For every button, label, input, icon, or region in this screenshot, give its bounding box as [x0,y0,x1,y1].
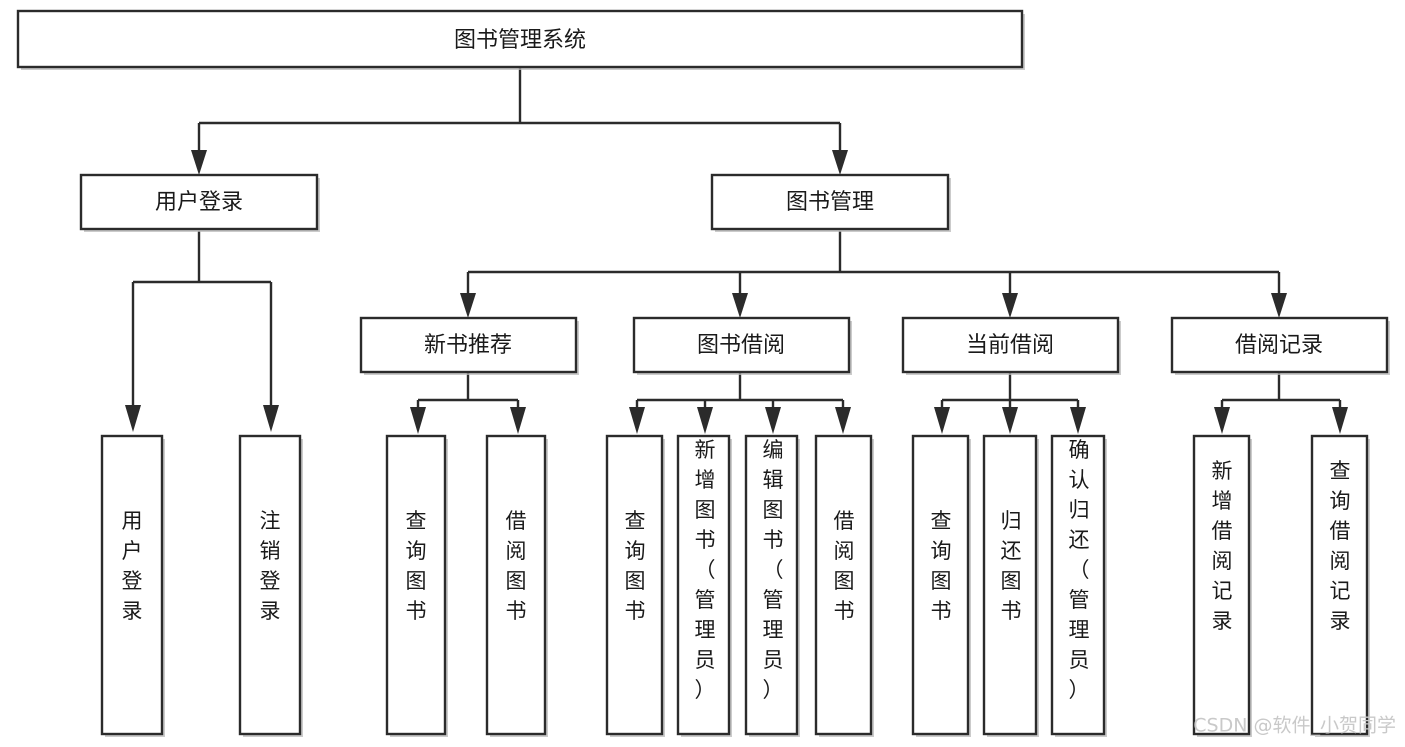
node-leaf-add-book-box[interactable] [676,434,731,736]
edge-borrow-record-trunk [1220,373,1342,414]
arrowhead-to-leaf-query-book-1 [410,407,426,434]
node-leaf-logout-label: 注销登录 [260,509,281,623]
node-leaf-query-record-box[interactable] [1310,434,1369,736]
node-new-book-recommend-box[interactable] [359,316,578,374]
node-leaf-add-record[interactable]: 新增借阅记录 [1192,434,1252,737]
node-leaf-query-book-2-box[interactable] [605,434,664,736]
csdn-watermark: CSDN @软件_小贺同学 [1193,715,1396,737]
node-leaf-edit-book-label: 编辑图书（管理员） [763,438,784,702]
arrowhead-to-book-borrow [732,293,748,318]
edge-book-manage-trunk [466,231,1281,300]
arrowhead-to-leaf-logout [263,405,279,432]
node-leaf-add-book-label: 新增图书（管理员） [695,438,716,702]
arrowhead-to-leaf-query-book-3 [934,407,950,434]
node-leaf-borrow-book-1-label: 借阅图书 [506,509,527,623]
node-leaf-query-book-2-label: 查询图书 [625,509,646,623]
node-leaf-add-record-label: 新增借阅记录 [1212,459,1233,633]
node-borrow-record-box[interactable] [1170,316,1389,374]
node-root-label: 图书管理系统 [454,28,586,53]
node-leaf-confirm-return-label: 确认归还（管理员） [1069,438,1090,702]
node-leaf-user-login-label: 用户登录 [122,509,143,623]
edge-book-borrow-trunk [635,373,845,414]
node-current-borrow-label: 当前借阅 [966,333,1054,358]
arrowhead-to-leaf-query-book-2 [629,407,645,434]
node-leaf-borrow-book-2-box[interactable] [814,434,873,736]
node-leaf-borrow-book-2[interactable]: 借阅图书 [814,434,874,737]
node-borrow-record-label: 借阅记录 [1235,333,1323,358]
node-current-borrow-box[interactable] [901,316,1120,374]
node-leaf-borrow-book-2-label: 借阅图书 [834,509,855,623]
node-leaf-logout[interactable]: 注销登录 [238,434,303,737]
arrowhead-to-leaf-edit-book [765,407,781,434]
node-new-book-recommend[interactable]: 新书推荐 [359,316,579,375]
arrowhead-to-leaf-confirm-return [1070,407,1086,434]
node-book-manage-label: 图书管理 [786,190,874,215]
node-leaf-query-book-3[interactable]: 查询图书 [911,434,971,737]
node-user-login-box[interactable] [79,173,319,231]
arrowhead-to-leaf-query-record [1332,407,1348,434]
leaf-node-layer: 用户登录 注销登录 查询图书 借阅图书 查询图书 [100,434,1370,737]
node-book-borrow[interactable]: 图书借阅 [632,316,852,375]
arrowhead-to-leaf-add-record [1214,407,1230,434]
arrowhead-to-leaf-return-book [1002,407,1018,434]
node-leaf-query-book-3-label: 查询图书 [931,509,952,623]
connector-layer [125,67,1348,434]
node-leaf-return-book[interactable]: 归还图书 [982,434,1039,737]
node-leaf-user-login-box[interactable] [100,434,164,736]
arrowhead-to-leaf-borrow-book-1 [510,407,526,434]
arrowhead-to-new-book-recommend [460,293,476,318]
arrowhead-to-user-login [191,150,207,175]
node-leaf-confirm-return-box[interactable] [1050,434,1106,736]
node-leaf-logout-box[interactable] [238,434,302,736]
node-leaf-query-book-1-label: 查询图书 [406,509,427,623]
node-leaf-borrow-book-1[interactable]: 借阅图书 [485,434,548,737]
node-root-box[interactable] [16,9,1024,69]
node-user-login[interactable]: 用户登录 [79,173,320,232]
node-leaf-add-book[interactable]: 新增图书（管理员） [676,434,732,737]
node-root[interactable]: 图书管理系统 [16,9,1025,70]
node-leaf-edit-book[interactable]: 编辑图书（管理员） [744,434,800,737]
node-current-borrow[interactable]: 当前借阅 [901,316,1121,375]
edge-root-trunk [197,67,842,158]
arrowhead-to-borrow-record [1271,293,1287,318]
node-leaf-return-book-box[interactable] [982,434,1038,736]
node-leaf-user-login[interactable]: 用户登录 [100,434,165,737]
node-leaf-query-book-3-box[interactable] [911,434,970,736]
node-leaf-query-book-1[interactable]: 查询图书 [385,434,448,737]
arrowhead-to-leaf-borrow-book-2 [835,407,851,434]
node-leaf-borrow-book-1-box[interactable] [485,434,547,736]
node-leaf-query-record[interactable]: 查询借阅记录 [1310,434,1370,737]
node-leaf-add-record-box[interactable] [1192,434,1251,736]
node-borrow-record[interactable]: 借阅记录 [1170,316,1390,375]
arrowhead-to-leaf-user-login [125,405,141,432]
node-leaf-query-book-1-box[interactable] [385,434,447,736]
edge-new-book-recommend-trunk [416,373,520,414]
edge-user-login-trunk [131,231,273,412]
arrowhead-to-book-manage [832,150,848,175]
node-book-manage[interactable]: 图书管理 [710,173,951,232]
node-leaf-edit-book-box[interactable] [744,434,799,736]
node-leaf-query-book-2[interactable]: 查询图书 [605,434,665,737]
arrowhead-to-leaf-add-book [697,407,713,434]
node-new-book-recommend-label: 新书推荐 [424,333,512,358]
node-book-manage-box[interactable] [710,173,950,231]
node-user-login-label: 用户登录 [155,190,243,215]
node-leaf-confirm-return[interactable]: 确认归还（管理员） [1050,434,1107,737]
node-book-borrow-label: 图书借阅 [697,333,785,358]
node-book-borrow-box[interactable] [632,316,851,374]
node-leaf-query-record-label: 查询借阅记录 [1330,459,1351,633]
arrowhead-to-current-borrow [1002,293,1018,318]
node-leaf-return-book-label: 归还图书 [1001,509,1022,623]
